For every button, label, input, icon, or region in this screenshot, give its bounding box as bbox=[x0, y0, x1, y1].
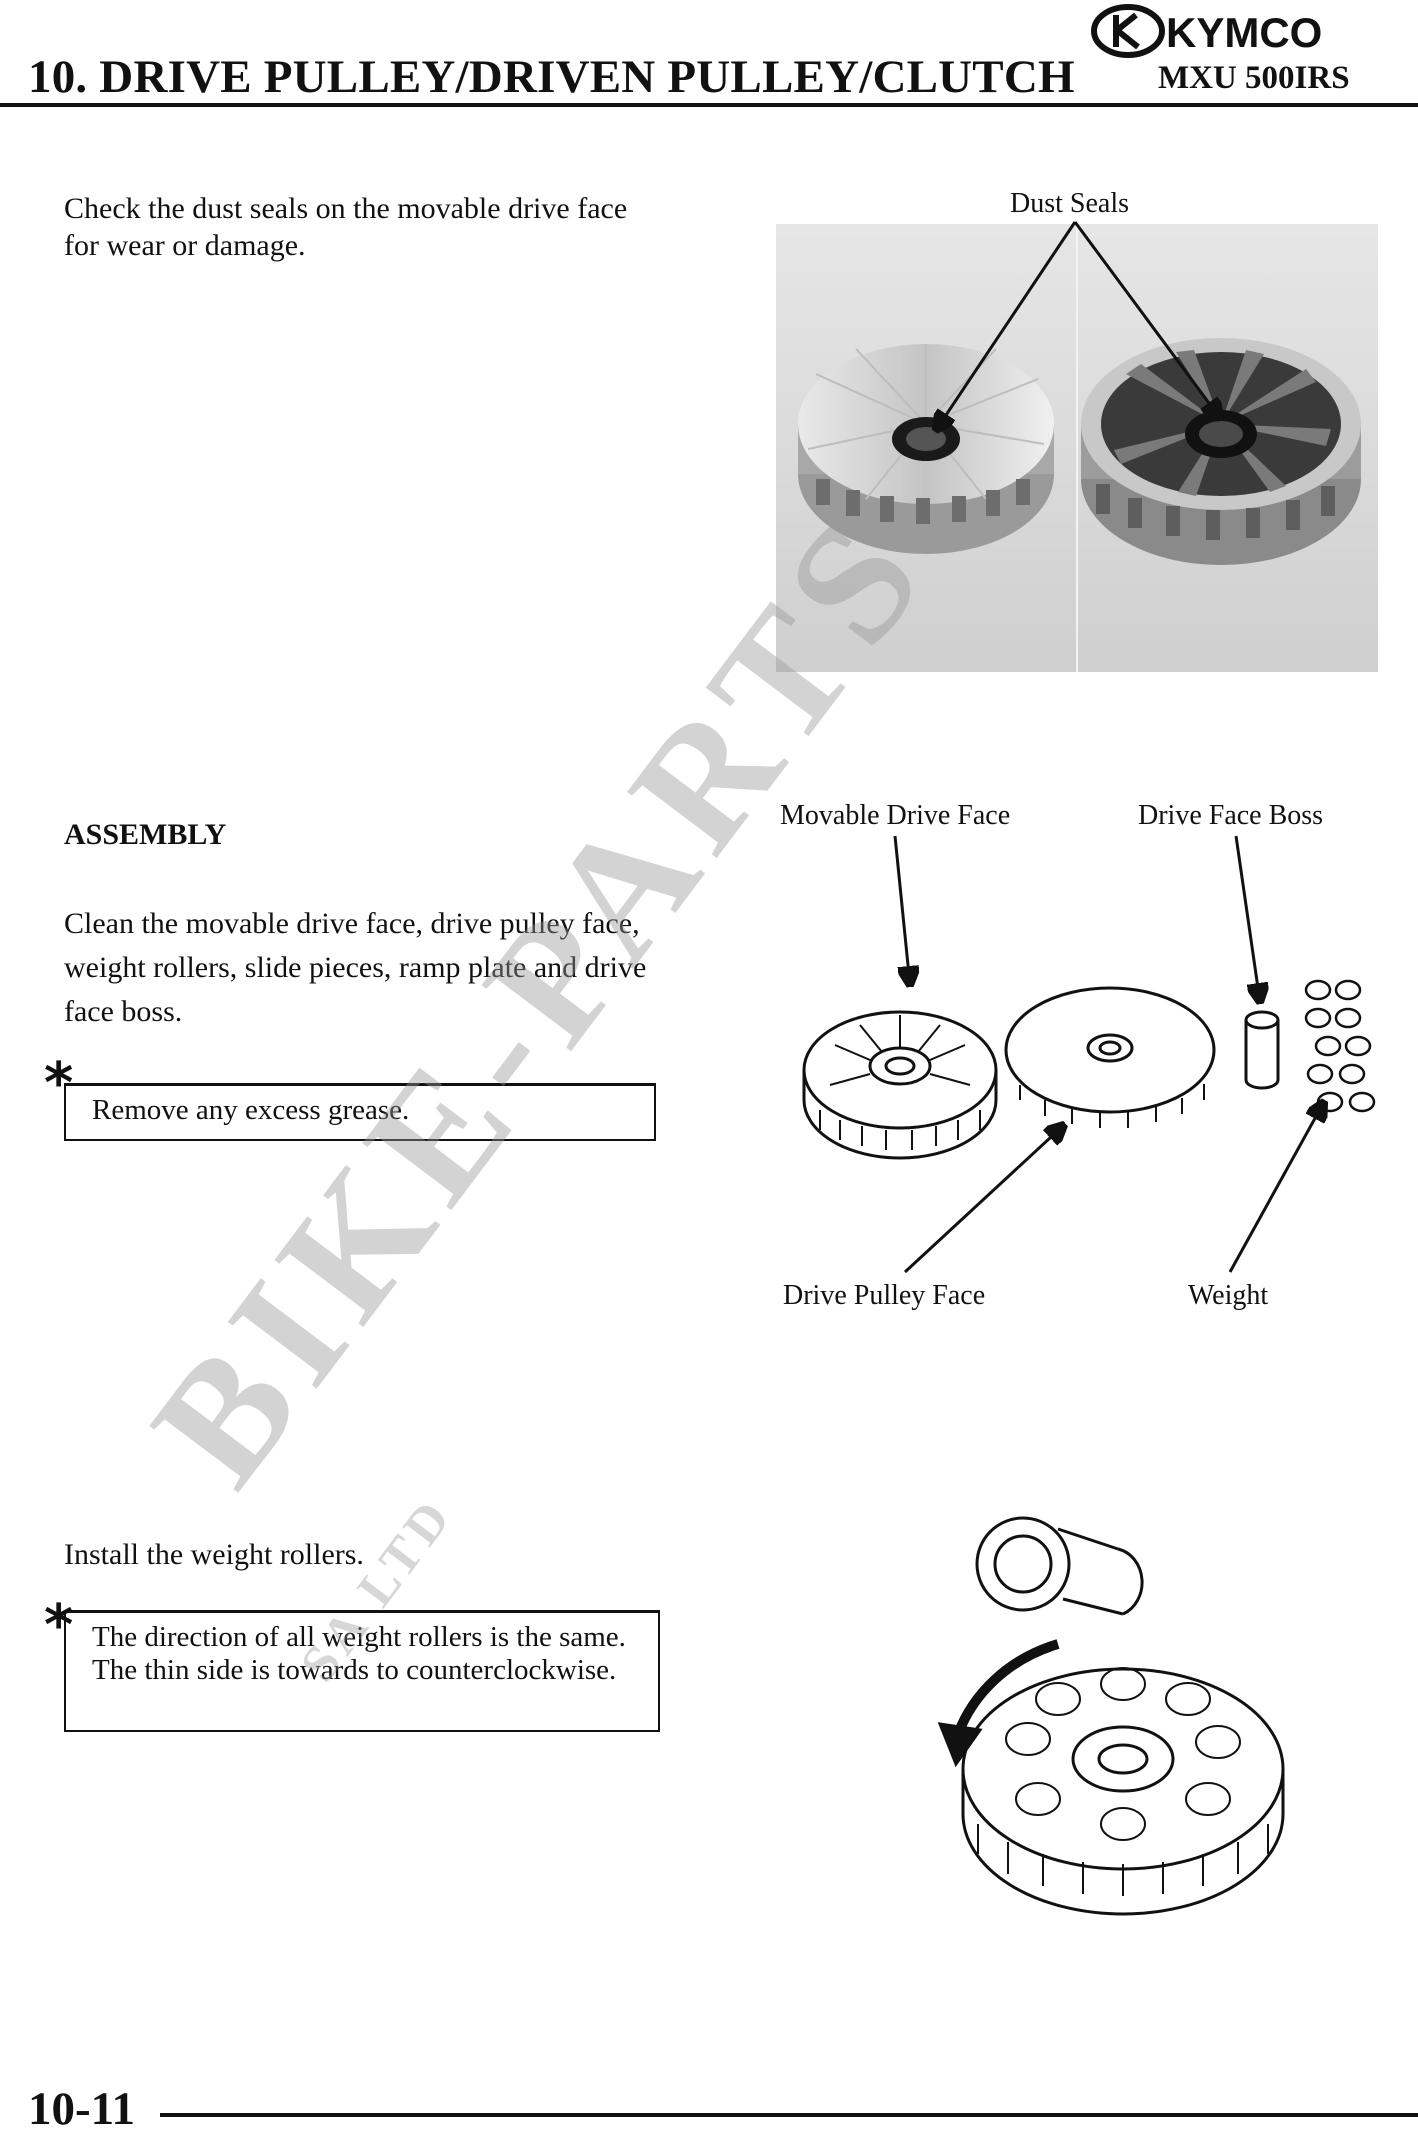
assembly-heading: ASSEMBLY bbox=[64, 818, 227, 851]
weight-roller-install-diagram bbox=[937, 1516, 1285, 1916]
assembly-parts-diagram bbox=[802, 979, 1376, 1160]
brand-name: KYMCO bbox=[1166, 9, 1322, 56]
assembly-instruction: Clean the movable drive face, drive pull… bbox=[64, 907, 647, 1028]
page-title: 10. DRIVE PULLEY/DRIVEN PULLEY/CLUTCH bbox=[28, 51, 1075, 103]
note-marker: * bbox=[44, 1593, 74, 1658]
model-name: MXU 500IRS bbox=[1158, 60, 1350, 96]
install-instruction: Install the weight rollers. bbox=[64, 1538, 364, 1571]
label-drive-face-boss: Drive Face Boss bbox=[1138, 800, 1324, 831]
kymco-logo: KYMCO bbox=[1091, 4, 1322, 58]
assembly-note: Remove any excess grease. bbox=[64, 1083, 656, 1141]
header-divider bbox=[0, 103, 1418, 107]
label-weight: Weight bbox=[1188, 1280, 1269, 1311]
dust-seals-label: Dust Seals bbox=[1010, 188, 1129, 219]
footer-divider bbox=[160, 2113, 1418, 2117]
dust-seal-instruction: Check the dust seals on the movable driv… bbox=[64, 192, 628, 262]
install-note: The direction of all weight rollers is t… bbox=[64, 1610, 660, 1732]
label-movable-drive-face: Movable Drive Face bbox=[780, 800, 1011, 831]
label-drive-pulley-face: Drive Pulley Face bbox=[783, 1280, 986, 1311]
page-number: 10-11 bbox=[28, 2083, 136, 2135]
